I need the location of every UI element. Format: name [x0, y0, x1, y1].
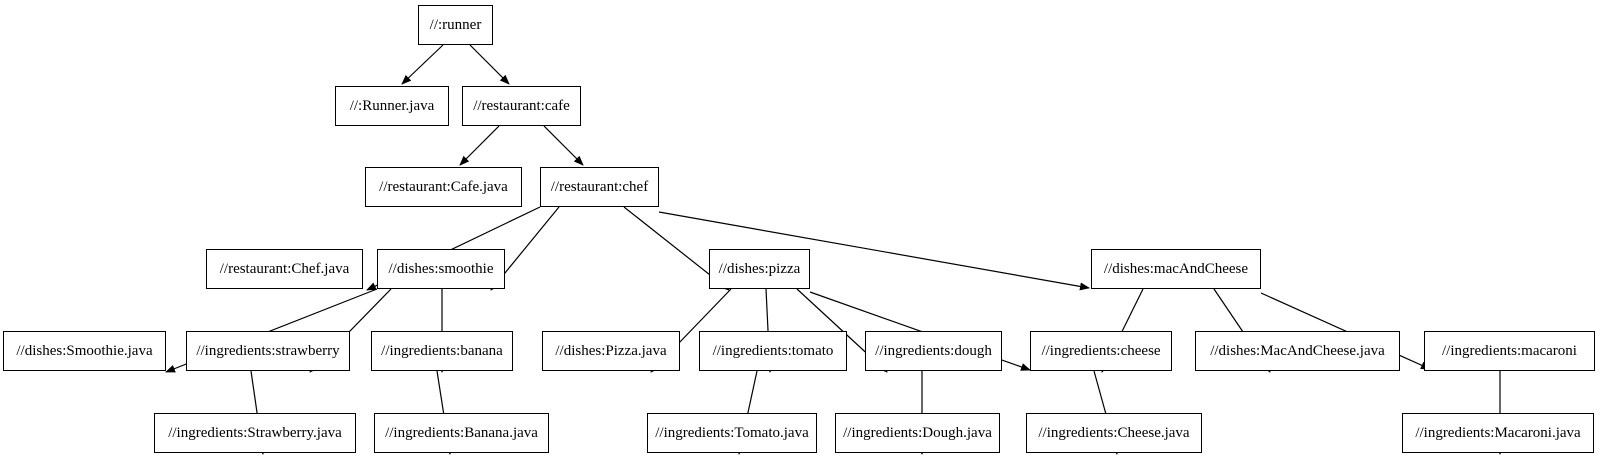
graph-node-dough_java[interactable]: //ingredients:Dough.java	[835, 413, 1000, 453]
graph-node-dishes_mac[interactable]: //dishes:macAndCheese	[1091, 249, 1261, 289]
graph-node-ing_strawberry[interactable]: //ingredients:strawberry	[186, 331, 350, 371]
graph-node-label: //ingredients:Cheese.java	[1038, 424, 1190, 441]
graph-node-ing_banana[interactable]: //ingredients:banana	[371, 331, 513, 371]
graph-node-label: //ingredients:dough	[875, 342, 992, 359]
graph-node-label: //ingredients:tomato	[712, 342, 834, 359]
graph-node-label: //ingredients:macaroni	[1442, 342, 1577, 359]
graph-node-label: //ingredients:cheese	[1041, 342, 1161, 359]
graph-node-label: //dishes:Pizza.java	[555, 342, 667, 359]
graph-node-dishes_smoothie[interactable]: //dishes:smoothie	[377, 249, 505, 289]
graph-node-runner[interactable]: //:runner	[418, 5, 493, 45]
graph-node-strawberry_java[interactable]: //ingredients:Strawberry.java	[154, 413, 356, 453]
graph-node-label: //ingredients:banana	[381, 342, 503, 359]
graph-node-smoothie_java[interactable]: //dishes:Smoothie.java	[3, 331, 166, 371]
graph-node-label: //restaurant:chef	[550, 178, 649, 195]
graph-node-cheese_java[interactable]: //ingredients:Cheese.java	[1026, 413, 1202, 453]
graph-node-restaurant_chef[interactable]: //restaurant:chef	[540, 167, 659, 207]
graph-node-label: //ingredients:Banana.java	[385, 424, 538, 441]
graph-node-label: //dishes:MacAndCheese.java	[1210, 342, 1385, 359]
graph-node-pizza_java[interactable]: //dishes:Pizza.java	[542, 331, 680, 371]
graph-node-label: //restaurant:cafe	[473, 97, 570, 114]
graph-node-ing_cheese[interactable]: //ingredients:cheese	[1030, 331, 1172, 371]
graph-node-ing_macaroni[interactable]: //ingredients:macaroni	[1424, 331, 1595, 371]
graph-node-label: //dishes:Smoothie.java	[16, 342, 153, 359]
graph-node-ing_tomato[interactable]: //ingredients:tomato	[699, 331, 847, 371]
graph-node-banana_java[interactable]: //ingredients:Banana.java	[374, 413, 549, 453]
graph-node-tomato_java[interactable]: //ingredients:Tomato.java	[647, 413, 817, 453]
graph-node-restaurant_cafe[interactable]: //restaurant:cafe	[462, 86, 581, 126]
graph-node-label: //dishes:macAndCheese	[1103, 260, 1249, 277]
graph-node-label: //restaurant:Cafe.java	[379, 178, 508, 195]
graph-node-ing_dough[interactable]: //ingredients:dough	[865, 331, 1002, 371]
graph-node-label: //ingredients:Macaroni.java	[1415, 424, 1581, 441]
graph-node-label: //ingredients:Dough.java	[843, 424, 992, 441]
graph-node-cafe_java[interactable]: //restaurant:Cafe.java	[365, 167, 522, 207]
graph-node-label: //:Runner.java	[349, 97, 435, 114]
graph-node-dishes_pizza[interactable]: //dishes:pizza	[709, 249, 810, 289]
graph-node-chef_java[interactable]: //restaurant:Chef.java	[206, 249, 363, 289]
graph-node-runner_java[interactable]: //:Runner.java	[335, 86, 449, 126]
graph-node-mac_java[interactable]: //dishes:MacAndCheese.java	[1195, 331, 1400, 371]
graph-node-label: //ingredients:strawberry	[196, 342, 340, 359]
graph-node-label: //ingredients:Tomato.java	[655, 424, 809, 441]
graph-node-label: //restaurant:Chef.java	[219, 260, 350, 277]
graph-node-label: //dishes:smoothie	[388, 260, 494, 277]
graph-node-label: //:runner	[429, 16, 482, 33]
graph-node-label: //ingredients:Strawberry.java	[168, 424, 342, 441]
graph-node-macaroni_java[interactable]: //ingredients:Macaroni.java	[1402, 413, 1594, 453]
graph-node-label: //dishes:pizza	[718, 260, 801, 277]
